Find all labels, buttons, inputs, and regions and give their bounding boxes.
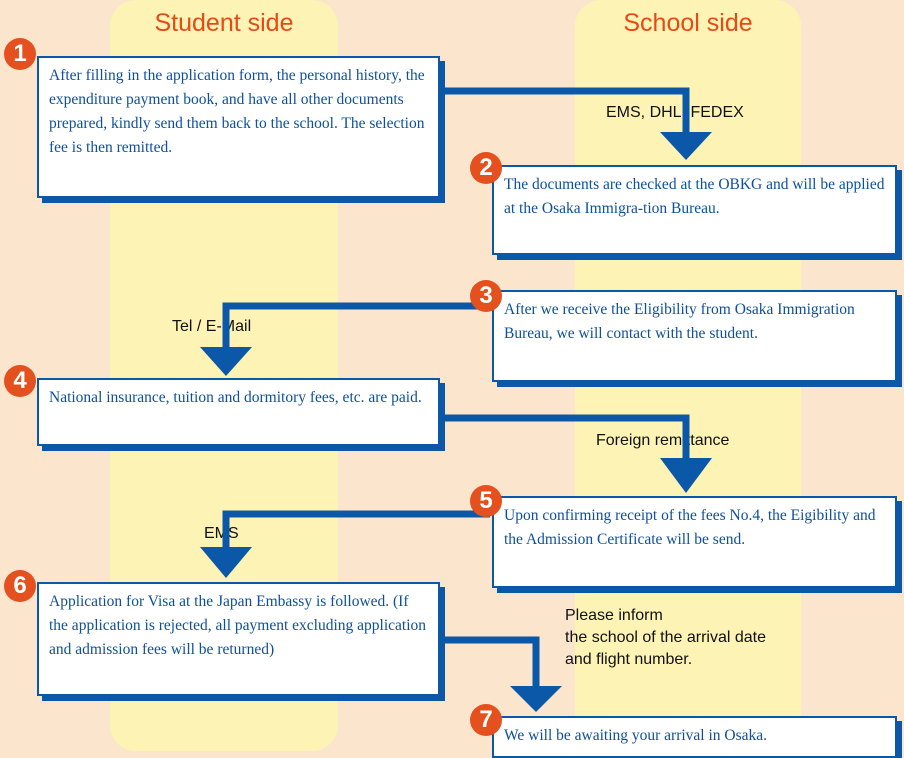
school-side-title: School side — [623, 9, 753, 37]
connector-3-to-4 — [222, 302, 490, 347]
connector-1-to-2 — [440, 87, 690, 132]
connector-4-to-5 — [440, 414, 690, 458]
arrowhead-to-step-7 — [510, 686, 562, 712]
step-7-box: We will be awaiting your arrival in Osak… — [492, 716, 897, 758]
step-1-box: After filling in the application form, t… — [37, 56, 440, 198]
step-2-text: The documents are checked at the OBKG an… — [504, 176, 885, 217]
step-2-badge: 2 — [470, 152, 502, 184]
step-6-box: Application for Visa at the Japan Embass… — [37, 582, 440, 696]
label-foreign-remittance: Foreign remittance — [594, 432, 732, 450]
step-2-box: The documents are checked at the OBKG an… — [492, 165, 897, 255]
connector-6-to-7 — [440, 636, 540, 686]
student-side-title: Student side — [154, 9, 294, 37]
step-3-text: After we receive the Eligibility from Os… — [504, 301, 855, 342]
arrival-note: Please inform the school of the arrival … — [565, 605, 766, 671]
arrowhead-to-step-5 — [660, 458, 712, 493]
step-1-text: After filling in the application form, t… — [49, 67, 425, 156]
arrival-note-line-2: the school of the arrival date — [565, 629, 767, 646]
step-3-badge: 3 — [470, 280, 502, 312]
step-6-badge: 6 — [4, 570, 36, 602]
connector-5-to-6 — [222, 510, 490, 547]
arrival-note-line-1: Please inform — [565, 607, 663, 624]
step-5-text: Upon confirming receipt of the fees No.4… — [504, 507, 876, 548]
step-5-badge: 5 — [470, 485, 502, 517]
step-3-box: After we receive the Eligibility from Os… — [492, 290, 897, 382]
step-1-badge: 1 — [4, 38, 36, 70]
step-4-badge: 4 — [4, 365, 36, 397]
label-ems-dhl-fedex: EMS, DHL, FEDEX — [604, 104, 746, 122]
label-ems: EMS — [202, 525, 241, 543]
label-tel-email: Tel / E-Mail — [170, 318, 254, 336]
step-6-text: Application for Visa at the Japan Embass… — [49, 593, 427, 658]
step-4-text: National insurance, tuition and dormitor… — [49, 389, 422, 406]
step-7-text: We will be awaiting your arrival in Osak… — [504, 727, 768, 744]
arrowhead-to-step-2 — [660, 132, 712, 160]
step-5-box: Upon confirming receipt of the fees No.4… — [492, 496, 897, 588]
step-4-box: National insurance, tuition and dormitor… — [37, 378, 440, 446]
arrowhead-to-step-4 — [200, 347, 252, 376]
step-7-badge: 7 — [470, 704, 502, 736]
arrowhead-to-step-6 — [200, 547, 252, 578]
arrival-note-line-3: and flight number. — [565, 651, 693, 668]
